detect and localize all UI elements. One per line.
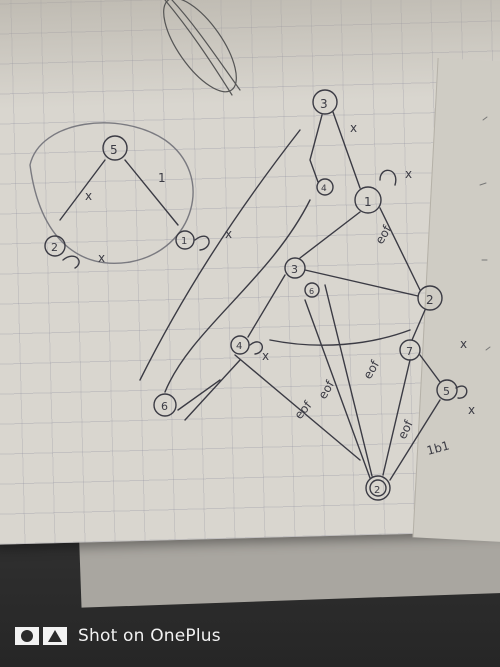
- node-6-middle: 6: [304, 282, 320, 298]
- node-left-mid: 1: [175, 230, 195, 250]
- edge-label-eof-3: eof: [292, 398, 315, 422]
- node-1-label: 1: [364, 195, 372, 209]
- node-lower-left: 6: [153, 393, 177, 417]
- node-left-top-label: 5: [110, 143, 118, 157]
- node-6-middle-label: 6: [309, 287, 314, 296]
- node-start-label: 3: [320, 97, 328, 111]
- right-margin-scribbles: [479, 116, 491, 351]
- edge-label-x-r3: x: [460, 337, 467, 351]
- node-1: 1: [354, 186, 382, 214]
- self-loop-left: [62, 255, 80, 269]
- node-3-middle: 3: [284, 257, 306, 279]
- edge-label-left-x3: x: [225, 227, 232, 241]
- node-5-label: 5: [443, 385, 450, 398]
- watermark-text: Shot on OnePlus: [78, 626, 221, 646]
- edge-label-x-r2: x: [405, 167, 412, 181]
- node-left-bottom-label: 2: [51, 241, 58, 254]
- left-arc: [29, 122, 194, 264]
- edge-label-x-r4: x: [468, 403, 475, 417]
- node-5: 5: [436, 379, 458, 401]
- edge-label-eof-1: eof: [372, 222, 394, 246]
- edge-label-eof-5: eof: [395, 417, 416, 441]
- edge-label-left-x2: x: [98, 251, 105, 265]
- node-start: 3: [312, 89, 338, 115]
- edge-label-left-x: x: [85, 189, 92, 203]
- node-left-bottom: 2: [44, 235, 66, 257]
- node-4: 4: [316, 178, 334, 196]
- node-4-label: 4: [321, 184, 327, 194]
- node-final-label: 2: [374, 485, 380, 496]
- edge-label-eof-4: eof: [360, 357, 382, 381]
- node-3-middle-label: 3: [291, 263, 298, 276]
- node-7-label: 7: [406, 345, 413, 358]
- node-left-mid-label: 1: [181, 236, 187, 247]
- node-left-top: 5: [102, 135, 128, 161]
- edge-label-x-r1: x: [350, 121, 357, 135]
- self-loop-left-mid: [194, 235, 210, 251]
- edge-label-x-r5: x: [262, 349, 269, 363]
- node-final: 2: [365, 475, 391, 501]
- node-2: 2: [417, 285, 443, 311]
- node-2-label: 2: [426, 293, 434, 307]
- node-lower-left-label: 6: [161, 400, 168, 413]
- edges-right: [139, 111, 468, 481]
- node-4-lower: 4: [230, 335, 250, 355]
- edge-left-2: [124, 159, 179, 226]
- oneplus-camera-icon: [14, 626, 68, 646]
- watermark: Shot on OnePlus: [14, 622, 221, 650]
- top-scribble: [163, 0, 241, 96]
- node-4-lower-label: 4: [236, 341, 242, 352]
- edge-left-1: [59, 159, 106, 221]
- margin-note: 1b1: [425, 438, 451, 457]
- edge-label-left-1: 1: [158, 171, 166, 185]
- node-7: 7: [399, 339, 421, 361]
